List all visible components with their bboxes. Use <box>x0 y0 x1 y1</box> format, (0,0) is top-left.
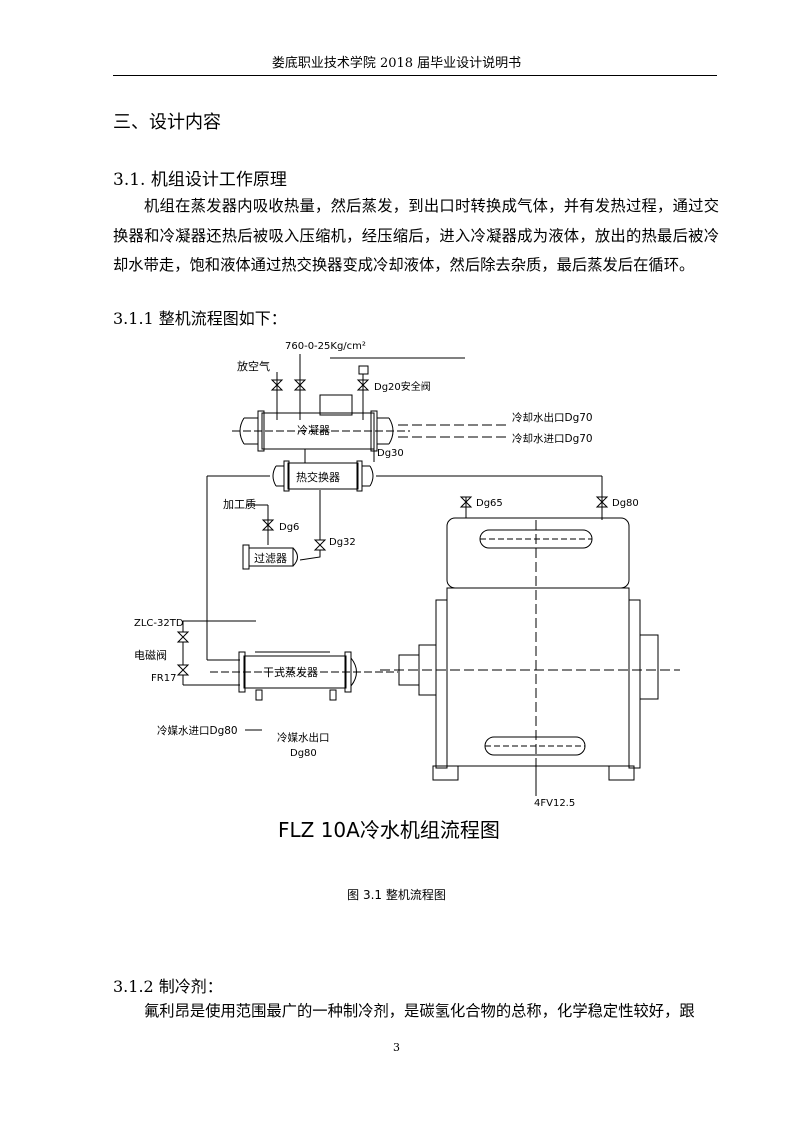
label-air-vent: 放空气 <box>237 359 270 373</box>
label-condenser: 冷凝器 <box>297 423 330 437</box>
subsection-title-flowchart: 3.1.1 整机流程图如下： <box>113 309 287 328</box>
label-dg65: Dg65 <box>476 498 503 509</box>
page-number: 3 <box>393 1041 400 1054</box>
section-title: 三、设计内容 <box>113 112 221 133</box>
label-cooling-out: 冷却水出口Dg70 <box>512 411 593 424</box>
valve-icon <box>293 379 307 391</box>
valve-icon <box>459 496 473 508</box>
safety-valve-icon <box>358 365 369 375</box>
filter-body <box>248 547 294 567</box>
label-filter: 过滤器 <box>254 552 287 565</box>
valve-icon <box>176 631 190 643</box>
principle-text: 机组在蒸发器内吸收热量，然后蒸发，到出口时转换成气体，并有发热过程，通过交换器和… <box>113 197 719 274</box>
valve-icon <box>176 664 190 676</box>
principle-paragraph: 机组在蒸发器内吸收热量，然后蒸发，到出口时转换成气体，并有发热过程，通过交换器和… <box>113 192 719 281</box>
label-zlc: ZLC-32TD <box>134 618 184 629</box>
label-cooling-in: 冷却水进口Dg70 <box>512 432 593 445</box>
refrigerant-paragraph: 氟利昂是使用范围最广的一种制冷剂，是碳氢化合物的总称，化学稳定性较好，跟 <box>113 997 719 1027</box>
header-rule <box>113 75 717 76</box>
label-dg80-bottom: Dg80 <box>290 748 317 759</box>
label-fr17: FR17 <box>151 673 176 684</box>
label-dg32: Dg32 <box>329 537 356 548</box>
compressor-body <box>446 587 630 767</box>
valve-icon <box>356 379 370 391</box>
figure-title: FLZ 10A冷水机组流程图 <box>278 818 500 842</box>
label-heat-exchanger: 热交换器 <box>296 470 340 484</box>
compressor-top <box>446 517 630 589</box>
label-compressor: 4FV12.5 <box>534 798 575 809</box>
refrigerant-text: 氟利昂是使用范围最广的一种制冷剂，是碳氢化合物的总称，化学稳定性较好，跟 <box>144 1002 695 1020</box>
label-chilled-in: 冷媒水进口Dg80 <box>157 724 238 737</box>
heat-exchanger-shell <box>287 462 359 490</box>
label-safety-valve: Dg20安全阀 <box>374 380 431 393</box>
page-header: 娄底职业技术学院 2018 届毕业设计说明书 <box>271 56 522 71</box>
valve-icon <box>270 379 284 391</box>
label-dg30: Dg30 <box>377 448 404 459</box>
label-dg6: Dg6 <box>279 522 299 533</box>
label-fill: 加工质 <box>223 498 256 511</box>
valve-icon <box>313 539 327 551</box>
figure-caption: 图 3.1 整机流程图 <box>347 888 446 902</box>
label-dg80-right: Dg80 <box>612 498 639 509</box>
subsection-title-principle: 3.1. 机组设计工作原理 <box>113 170 287 190</box>
label-solenoid: 电磁阀 <box>134 648 167 662</box>
label-chilled-out: 冷媒水出口 <box>277 731 330 744</box>
subsection-title-refrigerant: 3.1.2 制冷剂： <box>113 977 223 996</box>
label-gauge: 760-0-25Kg/cm² <box>285 341 366 352</box>
valve-icon <box>261 519 275 531</box>
label-evaporator: 干式蒸发器 <box>263 665 318 679</box>
valve-icon <box>595 496 609 508</box>
